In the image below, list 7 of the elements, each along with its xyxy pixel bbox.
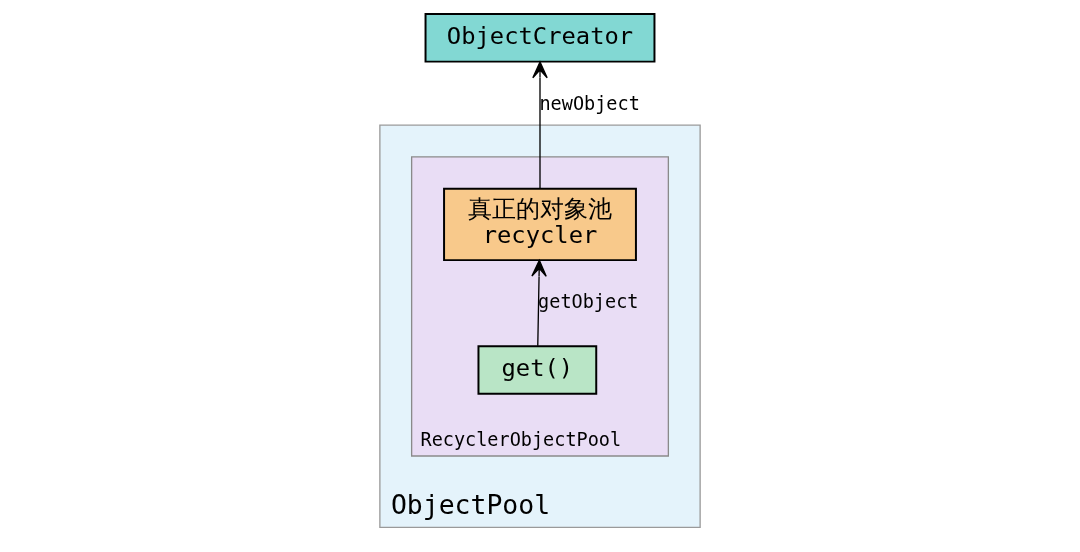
arrow: [531, 259, 547, 347]
node-box: 真正的对象池 recycler: [443, 187, 637, 262]
arrow: [532, 61, 548, 190]
edge-label: getObject: [538, 291, 639, 313]
edge-label: newObject: [539, 92, 640, 114]
node-box: get(): [477, 345, 598, 395]
node-box: ObjectCreator: [424, 13, 656, 63]
